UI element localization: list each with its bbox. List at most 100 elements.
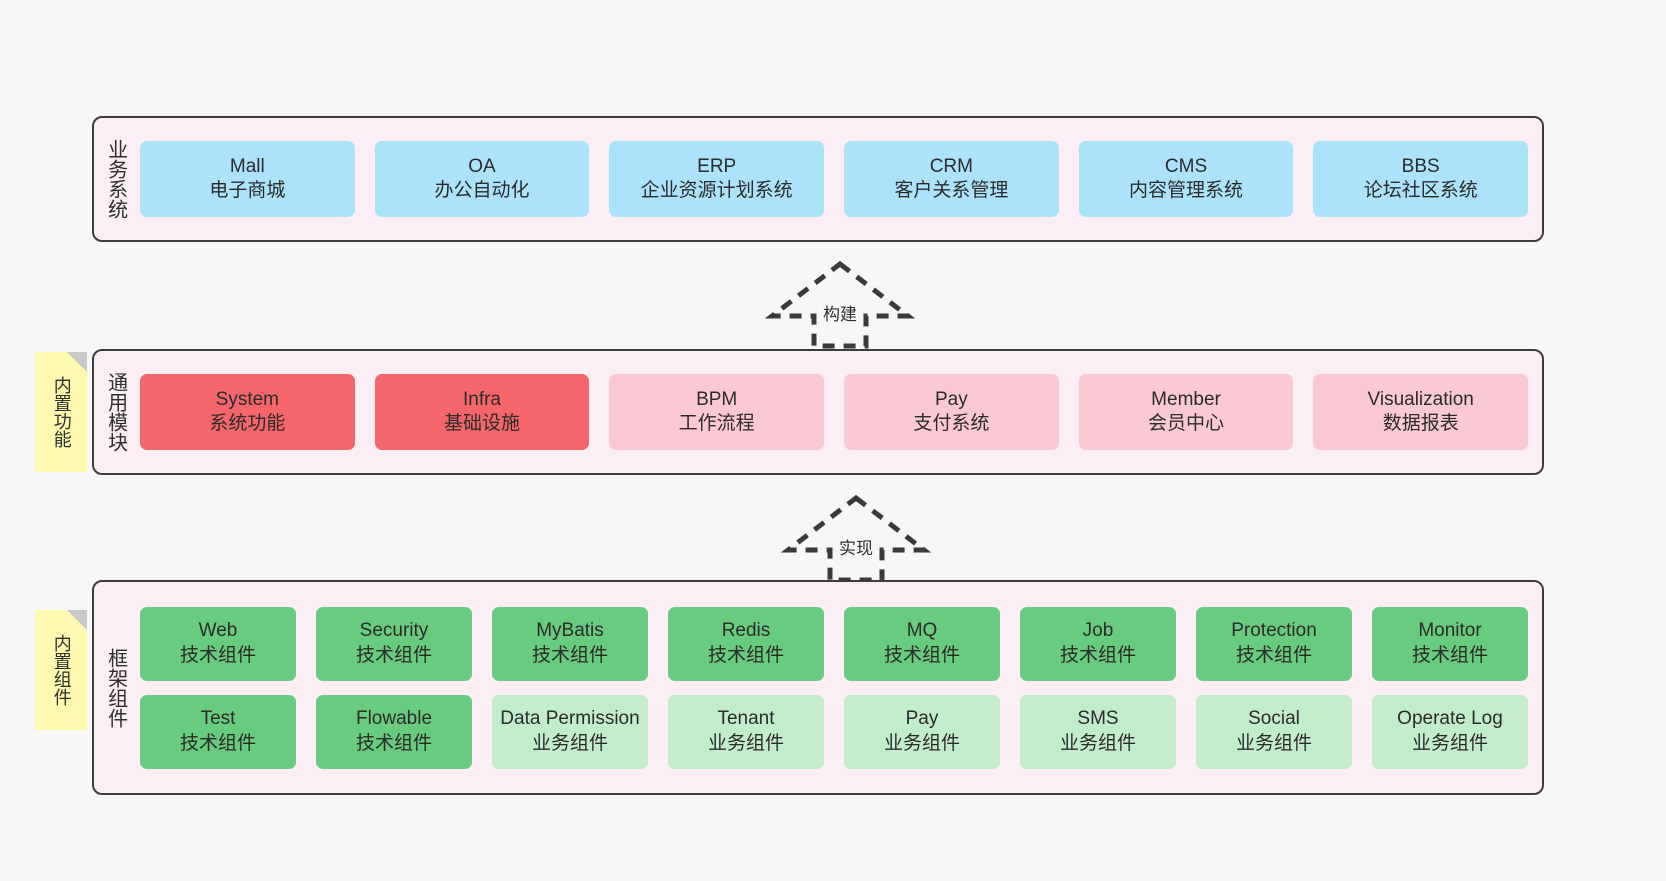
arrow-build: 构建 <box>765 258 915 350</box>
card-subtitle: 业务组件 <box>883 732 960 754</box>
card-visualization[interactable]: Visualization 数据报表 <box>1313 374 1529 450</box>
sticky-note-label: 内置功能 <box>50 376 72 448</box>
card-member[interactable]: Member 会员中心 <box>1078 374 1294 450</box>
card-cms[interactable]: CMS 内容管理系统 <box>1078 141 1294 217</box>
card-subtitle: 支付系统 <box>913 413 990 434</box>
card-title: ERP <box>697 155 737 177</box>
card-crm[interactable]: CRM 客户关系管理 <box>844 141 1059 217</box>
card-title: Data Permission <box>500 708 640 730</box>
card-test[interactable]: Test 技术组件 <box>140 694 296 769</box>
card-subtitle: 电子商城 <box>209 180 286 201</box>
card-title: Job <box>1082 620 1114 642</box>
card-subtitle: 基础设施 <box>444 413 521 434</box>
arrow-label: 实现 <box>839 539 873 558</box>
card-subtitle: 客户关系管理 <box>894 180 1009 201</box>
card-pay-business[interactable]: Pay 业务组件 <box>844 694 1000 769</box>
page-fold-icon <box>67 610 87 630</box>
card-social[interactable]: Social 业务组件 <box>1196 694 1352 769</box>
card-subtitle: 业务组件 <box>1235 732 1312 754</box>
card-subtitle: 技术组件 <box>179 732 256 754</box>
card-title: Pay <box>934 388 968 410</box>
card-subtitle: 企业资源计划系统 <box>640 180 793 201</box>
layer-framework-components[interactable]: 框架组件 Web 技术组件 Security 技术组件 MyBatis 技术组件… <box>92 580 1544 795</box>
card-subtitle: 技术组件 <box>883 644 960 666</box>
card-row-tech: Web 技术组件 Security 技术组件 MyBatis 技术组件 Redi… <box>140 606 1528 681</box>
card-title: Flowable <box>355 708 433 730</box>
card-title: Operate Log <box>1397 708 1503 730</box>
card-title: Monitor <box>1418 620 1482 642</box>
card-title: Infra <box>462 388 502 410</box>
card-bbs[interactable]: BBS 论坛社区系统 <box>1313 141 1529 217</box>
card-subtitle: 技术组件 <box>531 644 608 666</box>
sticky-note-builtin-component[interactable]: 内置组件 <box>35 610 87 730</box>
card-subtitle: 技术组件 <box>1059 644 1136 666</box>
card-data-permission[interactable]: Data Permission 业务组件 <box>492 694 648 769</box>
card-subtitle: 系统功能 <box>209 413 286 434</box>
card-row: System 系统功能 Infra 基础设施 BPM 工作流程 Pay 支付系统… <box>140 374 1529 450</box>
card-subtitle: 技术组件 <box>179 644 256 666</box>
arrow-implement: 实现 <box>781 492 931 584</box>
card-protection[interactable]: Protection 技术组件 <box>1196 606 1352 681</box>
card-sms[interactable]: SMS 业务组件 <box>1020 694 1176 769</box>
card-subtitle: 业务组件 <box>531 732 608 754</box>
card-title: BPM <box>696 388 738 410</box>
card-bpm[interactable]: BPM 工作流程 <box>609 374 825 450</box>
card-subtitle: 业务组件 <box>1059 732 1136 754</box>
card-system[interactable]: System 系统功能 <box>140 374 355 450</box>
card-title: Test <box>200 708 236 730</box>
card-title: BBS <box>1401 155 1440 177</box>
card-subtitle: 技术组件 <box>707 644 784 666</box>
card-title: Pay <box>905 708 939 730</box>
card-redis[interactable]: Redis 技术组件 <box>668 606 824 681</box>
sticky-note-label: 内置组件 <box>51 634 72 706</box>
card-web[interactable]: Web 技术组件 <box>140 606 296 681</box>
card-subtitle: 会员中心 <box>1148 413 1225 434</box>
layer-label-framework-components: 框架组件 <box>104 647 127 728</box>
arrow-label: 构建 <box>823 305 857 324</box>
card-erp[interactable]: ERP 企业资源计划系统 <box>609 141 825 217</box>
layer-label-business-systems: 业务系统 <box>104 139 127 219</box>
card-job[interactable]: Job 技术组件 <box>1020 606 1176 681</box>
card-infra[interactable]: Infra 基础设施 <box>374 374 590 450</box>
card-title: Social <box>1248 708 1300 730</box>
card-title: Mall <box>229 155 265 177</box>
sticky-note-builtin-function[interactable]: 内置功能 <box>35 352 87 472</box>
layer-label-common-modules: 通用模块 <box>104 372 127 452</box>
card-pay[interactable]: Pay 支付系统 <box>844 374 1059 450</box>
layer-business-systems[interactable]: 业务系统 Mall 电子商城 OA 办公自动化 ERP 企业资源计划系统 CRM… <box>92 116 1544 242</box>
card-monitor[interactable]: Monitor 技术组件 <box>1372 606 1528 681</box>
card-title: MQ <box>906 620 938 642</box>
card-mall[interactable]: Mall 电子商城 <box>140 141 355 217</box>
card-row-business: Test 技术组件 Flowable 技术组件 Data Permission … <box>140 694 1528 769</box>
card-subtitle: 论坛社区系统 <box>1363 180 1478 201</box>
card-mybatis[interactable]: MyBatis 技术组件 <box>492 606 648 681</box>
card-title: Security <box>359 620 429 642</box>
card-subtitle: 技术组件 <box>1235 644 1312 666</box>
dashed-hollow-arrow-icon <box>781 494 931 583</box>
layer-common-modules[interactable]: 通用模块 System 系统功能 Infra 基础设施 BPM 工作流程 Pay… <box>92 349 1544 475</box>
card-title: CMS <box>1164 155 1208 177</box>
card-title: OA <box>468 155 496 177</box>
card-title: Visualization <box>1367 388 1474 410</box>
card-title: Member <box>1151 388 1221 410</box>
card-title: Protection <box>1231 620 1317 642</box>
card-title: SMS <box>1077 708 1119 730</box>
page-fold-icon <box>67 352 87 372</box>
layer-body-common-modules: System 系统功能 Infra 基础设施 BPM 工作流程 Pay 支付系统… <box>136 351 1542 473</box>
card-security[interactable]: Security 技术组件 <box>316 606 472 681</box>
card-operate-log[interactable]: Operate Log 业务组件 <box>1372 694 1528 769</box>
layer-body-framework-components: Web 技术组件 Security 技术组件 MyBatis 技术组件 Redi… <box>136 582 1542 793</box>
card-title: CRM <box>929 155 973 177</box>
card-subtitle: 技术组件 <box>355 732 432 754</box>
layer-body-business-systems: Mall 电子商城 OA 办公自动化 ERP 企业资源计划系统 CRM 客户关系… <box>136 118 1542 240</box>
card-tenant[interactable]: Tenant 业务组件 <box>668 694 824 769</box>
card-mq[interactable]: MQ 技术组件 <box>844 606 1000 681</box>
card-title: Web <box>198 620 238 642</box>
card-oa[interactable]: OA 办公自动化 <box>374 141 590 217</box>
dashed-hollow-arrow-icon <box>765 260 915 349</box>
card-subtitle: 办公自动化 <box>434 180 530 201</box>
card-flowable[interactable]: Flowable 技术组件 <box>316 694 472 769</box>
card-title: MyBatis <box>536 620 604 642</box>
card-title: System <box>215 388 280 410</box>
